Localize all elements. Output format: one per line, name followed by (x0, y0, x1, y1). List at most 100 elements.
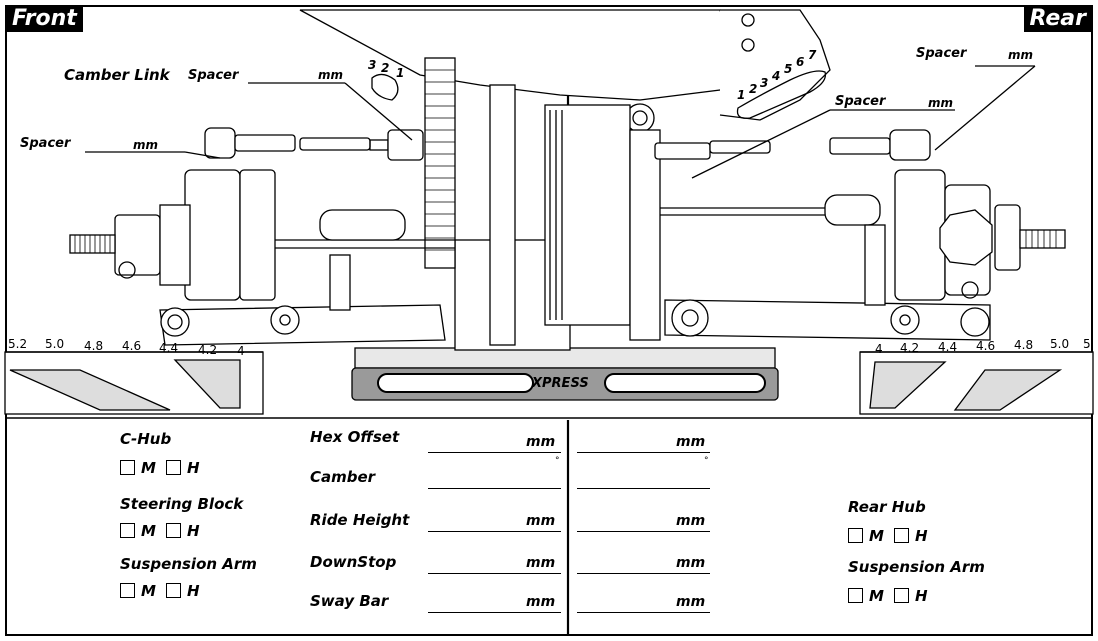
hex-offset-label: Hex Offset (310, 428, 400, 446)
rear-pillow-pos-7: 7 (808, 48, 817, 62)
front-scale-tick: 4.8 (84, 339, 104, 353)
camber-link-label: Camber Link (64, 66, 170, 84)
front-steering-block-label: Steering Block (120, 495, 244, 513)
front-downstop-unit: mm (526, 555, 556, 571)
rear-arm-h-checkbox[interactable] (893, 588, 909, 603)
front-downstop-field[interactable] (428, 573, 561, 574)
sheet-frame (5, 5, 1093, 636)
rear-downstop-field[interactable] (577, 573, 710, 574)
rear-suspension-arm (664, 299, 991, 341)
rear-scale-tick: 4.6 (976, 339, 996, 353)
rear-hub-h-checkbox[interactable] (893, 528, 909, 543)
front-c-hub (184, 169, 241, 301)
front-spacer-unit: mm (133, 138, 159, 152)
front-steering-m-checkbox[interactable] (120, 523, 135, 538)
front-c-hub-h-checkbox[interactable] (165, 460, 181, 475)
front-scale-tick: 4.2 (198, 343, 218, 357)
front-sway-bar-unit: mm (526, 594, 556, 610)
front-suspension-arm-label: Suspension Arm (120, 555, 257, 573)
front-turnbuckle (299, 137, 371, 151)
front-hex-offset-field[interactable] (428, 452, 561, 453)
rear-suspension-arm-label: Suspension Arm (848, 558, 985, 576)
rear-spacer-label: Spacer (916, 46, 967, 61)
rear-sway-bar-field[interactable] (577, 612, 710, 613)
front-camber-field[interactable] (428, 488, 561, 489)
sway-bar-label: Sway Bar (310, 592, 389, 610)
shock-tower (299, 9, 746, 101)
rear-turnbuckle (709, 140, 771, 154)
front-scale-tick: 4.4 (159, 341, 179, 355)
rear-hex-offset-unit: mm (676, 434, 706, 450)
front-axle-thread (69, 234, 116, 254)
downstop-label: DownStop (310, 553, 397, 571)
front-hex-offset-unit: mm (526, 434, 556, 450)
rear-pillow-pos-3: 3 (760, 76, 769, 90)
rear-scale-tick: 4.8 (1014, 338, 1034, 352)
front-tag: Front (6, 6, 83, 32)
chassis-plate (354, 347, 776, 369)
front-sway-bar-field[interactable] (428, 612, 561, 613)
rear-tag: Rear (1023, 6, 1092, 32)
rear-scale-tick: 4.4 (938, 340, 958, 354)
camber-link-spacer-label: Spacer (188, 68, 239, 83)
front-ball-end (204, 127, 236, 159)
rear-scale-tick: 4.2 (900, 341, 920, 355)
rear-ride-height-unit: mm (676, 513, 706, 529)
front-pillow-pos-3: 3 (368, 58, 377, 72)
rear-scale-tick: 5.0 (1050, 337, 1070, 351)
front-arm-h-checkbox[interactable] (165, 583, 181, 598)
rear-pillow-pos-4: 4 (772, 69, 781, 83)
front-hex (114, 214, 161, 276)
brand-logo: XPRESS (532, 376, 589, 391)
rear-scale-tick: 5 (1083, 337, 1091, 351)
rear-pillow-pos-5: 5 (784, 62, 793, 76)
front-scale-tick: 5.0 (45, 337, 65, 351)
rear-downstop-unit: mm (676, 555, 706, 571)
front-scale-tick: 4 (237, 344, 245, 358)
rear-ball-end (889, 129, 931, 161)
ride-height-label: Ride Height (310, 511, 410, 529)
front-c-hub-label: C-Hub (120, 430, 172, 448)
rear-hub-label: Rear Hub (848, 498, 926, 516)
rear-arm-m-checkbox[interactable] (848, 588, 863, 603)
front-dogbone (319, 209, 406, 241)
rear-pillow-slot (736, 70, 827, 119)
rear-hub (894, 169, 946, 301)
rear-hub-m-checkbox[interactable] (848, 528, 863, 543)
front-arm-m-checkbox[interactable] (120, 583, 135, 598)
front-camber-unit: ° (555, 456, 560, 466)
front-ride-height-unit: mm (526, 513, 556, 529)
rear-hex (994, 204, 1021, 271)
spur-gear (424, 57, 456, 269)
rear-camber-field[interactable] (577, 488, 710, 489)
front-pillow-slot (371, 73, 399, 101)
rear-pillow-pos-2: 2 (749, 82, 758, 96)
front-pillow-pos-1: 1 (396, 66, 405, 80)
front-pillow-pos-2: 2 (381, 61, 390, 75)
camber-link-spacer-unit: mm (318, 68, 344, 82)
rear-ride-height-field[interactable] (577, 531, 710, 532)
rear-camber-unit: ° (704, 456, 709, 466)
diff-housing (544, 104, 631, 326)
front-ride-height-field[interactable] (428, 531, 561, 532)
rear-dogbone (824, 194, 881, 226)
front-c-hub-m-checkbox[interactable] (120, 460, 135, 475)
rear-spacer-unit: mm (1008, 48, 1034, 62)
front-suspension-arm (159, 304, 446, 346)
rear-scale-tick: 4 (875, 342, 883, 356)
rear-sway-bar-unit: mm (676, 594, 706, 610)
front-steering-h-checkbox[interactable] (165, 523, 181, 538)
rear-pillow-pos-6: 6 (796, 55, 805, 69)
front-spacer-label: Spacer (20, 136, 71, 151)
rear-hex-offset-field[interactable] (577, 452, 710, 453)
tower-hole (741, 13, 755, 27)
front-scale-tick: 4.6 (122, 339, 142, 353)
camber-label: Camber (310, 468, 376, 486)
